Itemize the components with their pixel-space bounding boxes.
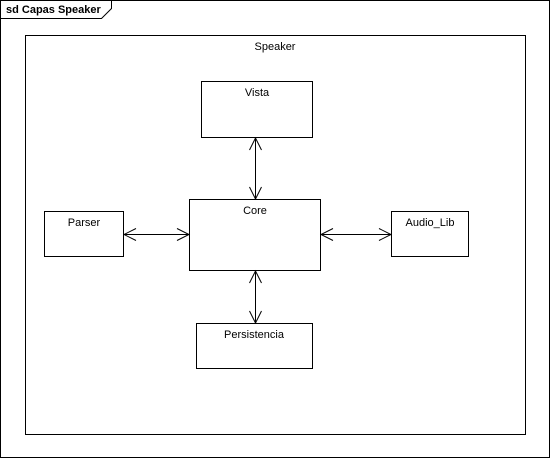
component-audio-lib — [391, 211, 469, 257]
component-persistencia — [196, 323, 313, 369]
connector-core-audio-lib — [319, 228, 393, 241]
component-core — [189, 199, 321, 271]
package-box — [25, 35, 526, 435]
component-persistencia-label: Persistencia — [224, 329, 285, 341]
component-parser — [44, 211, 124, 257]
component-audio-lib-label: Audio_Lib — [406, 217, 455, 229]
component-vista-label: Vista — [245, 87, 270, 99]
connector-vista-core — [249, 136, 262, 201]
connector-core-persistencia — [249, 269, 262, 325]
package-title: Speaker — [255, 41, 296, 53]
component-vista — [201, 81, 313, 138]
component-parser-label: Parser — [68, 217, 101, 229]
connector-parser-core — [122, 228, 191, 241]
frame-tab — [0, 0, 112, 19]
component-core-label: Core — [243, 205, 267, 217]
frame-title: sd Capas Speaker — [6, 4, 101, 16]
